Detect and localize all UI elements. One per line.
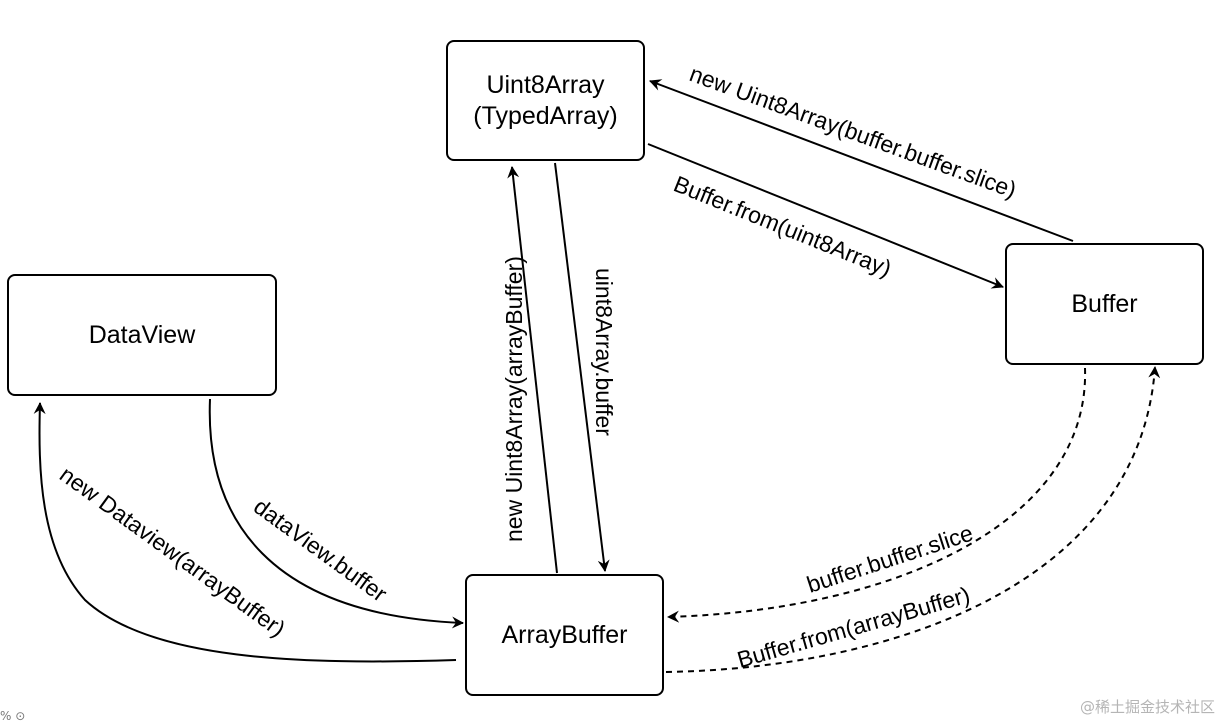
label-buffer-to-uint8array: new Uint8Array(buffer.buffer.slice) <box>686 60 1020 203</box>
label-arraybuffer-to-buffer: Buffer.from(arrayBuffer) <box>734 581 973 672</box>
node-dataview: DataView <box>7 274 277 396</box>
edge-arraybuffer-to-dataview <box>33 402 457 663</box>
edge-arraybuffer-to-uint8array <box>507 166 558 574</box>
label-arraybuffer-to-dataview: new Dataview(arrayBuffer) <box>55 461 290 642</box>
node-buffer-label: Buffer <box>1071 289 1138 318</box>
label-arraybuffer-to-uint8array: new Uint8Array(arrayBuffer) <box>501 256 527 542</box>
node-arraybuffer: ArrayBuffer <box>465 574 664 696</box>
edge-dataview-to-arraybuffer <box>208 398 464 629</box>
node-arraybuffer-label: ArrayBuffer <box>501 620 628 649</box>
node-uint8array-line2: (TypedArray) <box>473 101 618 130</box>
corner-mark: % ⊙ <box>0 709 26 723</box>
watermark: @稀土掘金技术社区 <box>1079 698 1215 716</box>
node-uint8array: Uint8Array (TypedArray) <box>446 40 645 161</box>
node-buffer: Buffer <box>1005 243 1204 365</box>
node-uint8array-line1: Uint8Array <box>486 70 605 99</box>
edge-uint8array-to-arraybuffer <box>554 162 610 572</box>
edge-arraybuffer-to-buffer <box>665 366 1161 673</box>
node-dataview-label: DataView <box>88 320 196 349</box>
edge-buffer-to-arraybuffer <box>667 367 1087 623</box>
edge-uint8array-to-buffer <box>647 143 1004 289</box>
label-uint8array-to-buffer: Buffer.from(uint8Array) <box>670 171 895 282</box>
label-dataview-to-arraybuffer: dataView.buffer <box>249 493 392 607</box>
label-uint8array-to-arraybuffer: uint8Array.buffer <box>591 268 617 436</box>
edge-buffer-to-uint8array <box>649 79 1074 242</box>
